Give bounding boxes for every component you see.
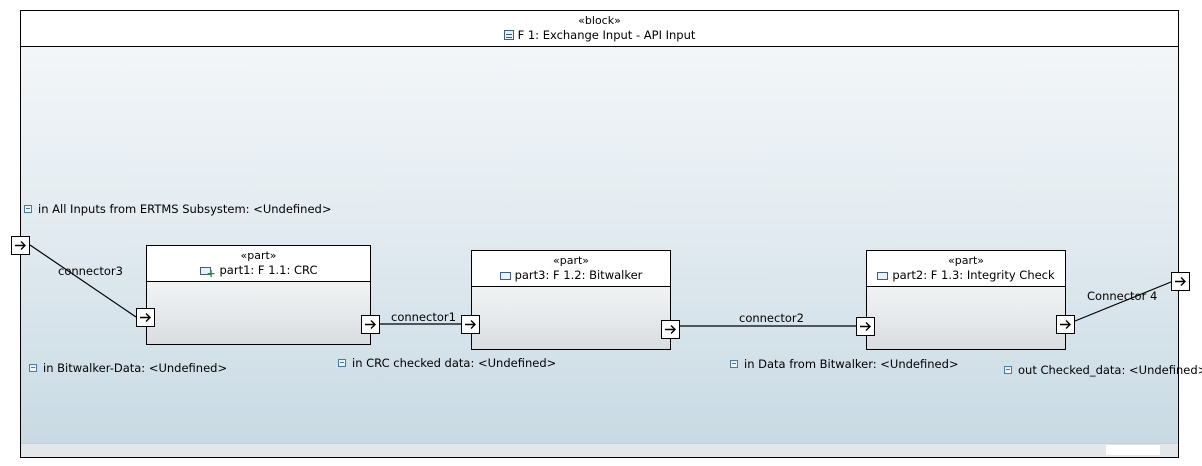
part3-stereotype: «part» [552,254,590,267]
port-data-from-bitwalker[interactable] [856,317,875,336]
part1-title: part1: F 1.1: CRC [219,263,318,277]
part3-bitwalker[interactable]: «part» part3: F 1.2: Bitwalker [471,250,671,350]
part2-title: part2: F 1.3: Integrity Check [892,268,1055,282]
part2-header: «part» part2: F 1.3: Integrity Check [867,251,1065,287]
part1-crc[interactable]: «part» +part1: F 1.1: CRC [146,245,371,345]
port-all-inputs[interactable] [11,236,30,255]
part-icon-with-plus: + [199,267,216,279]
connector3-label: connector3 [58,264,123,278]
port-label-bitwalker-data: in Bitwalker-Data: <Undefined> [29,362,227,375]
port-label-data-from-bitwalker: in Data from Bitwalker: <Undefined> [730,358,959,371]
port-bitwalker-data[interactable] [136,308,155,327]
port-in-icon [29,364,37,372]
port-label-checked-data: out Checked_data: <Undefined> [1004,364,1202,377]
arrow-right-icon [465,320,476,329]
connector2-label: connector2 [739,311,804,325]
connector3-line[interactable] [29,244,137,318]
outer-block-stereotype: «block» [578,14,621,27]
port-crc-checked-data[interactable] [461,315,480,334]
port-crc-checked-out[interactable] [361,315,380,334]
connector4-label: Connector 4 [1087,289,1158,303]
part1-stereotype: «part» [240,249,277,262]
arrow-right-icon [665,325,676,334]
block-icon [503,30,514,40]
part-icon [499,272,511,280]
arrow-right-icon [1175,277,1186,286]
port-label-crc-checked-data: in CRC checked data: <Undefined> [338,357,556,370]
part2-integrity-check[interactable]: «part» part2: F 1.3: Integrity Check [866,250,1066,350]
arrow-right-icon [1060,320,1071,329]
outer-block-header: «block» F 1: Exchange Input - API Input [21,11,1178,47]
port-in-icon [24,205,32,213]
outer-block-title: F 1: Exchange Input - API Input [517,28,696,42]
connector4-line[interactable] [1074,281,1172,322]
arrow-right-icon [860,322,871,331]
port-in-icon [338,359,346,367]
arrow-right-icon [15,241,26,250]
arrow-right-icon [140,313,151,322]
outer-block[interactable]: «block» F 1: Exchange Input - API Input [20,10,1179,458]
part3-title: part3: F 1.2: Bitwalker [514,268,643,282]
port-in-icon [730,360,738,368]
part1-header: «part» +part1: F 1.1: CRC [147,246,370,282]
port-integrity-out[interactable] [1056,315,1075,334]
port-checked-data[interactable] [1171,272,1190,291]
port-label-all-inputs: in All Inputs from ERTMS Subsystem: <Und… [24,203,331,216]
part-icon [877,272,889,280]
port-out-icon [1004,366,1012,374]
arrow-right-icon [365,320,376,329]
scrollbar-thumb[interactable] [1106,445,1160,455]
port-bitwalker-out[interactable] [661,320,680,339]
part3-header: «part» part3: F 1.2: Bitwalker [472,251,670,287]
part2-stereotype: «part» [947,254,985,267]
horizontal-scrollbar[interactable] [21,443,1178,457]
connector1-label: connector1 [391,310,456,324]
